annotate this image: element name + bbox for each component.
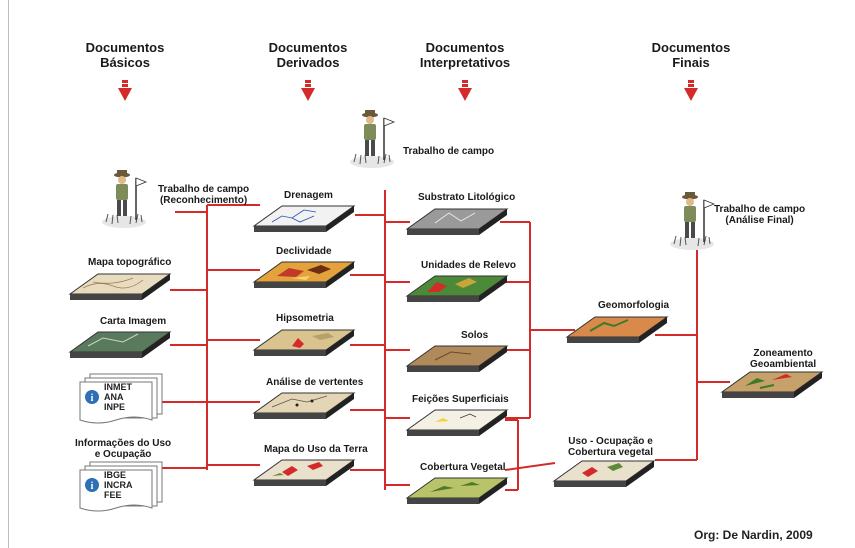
label-mapa-topografico: Mapa topográfico bbox=[88, 257, 172, 268]
doc-list-ibge: IBGE INCRA FEE bbox=[104, 470, 133, 500]
label-line: e Ocupação bbox=[94, 449, 152, 460]
doc-item: INCRA bbox=[104, 480, 133, 490]
label-substrato: Substrato Litológico bbox=[418, 192, 516, 203]
doc-list-inmet: INMET ANA INPE bbox=[104, 382, 132, 412]
label-line: Cobertura vegetal bbox=[568, 447, 654, 458]
credit-text: Org: De Nardin, 2009 bbox=[694, 528, 813, 542]
tile-declividade bbox=[252, 261, 356, 288]
tile-drenagem bbox=[252, 205, 356, 232]
label-cobertura: Cobertura Vegetal bbox=[420, 462, 506, 473]
label-informacoes-uso: Informações do Uso e Ocupação bbox=[75, 438, 171, 460]
label-line: Trabalho de campo bbox=[714, 204, 806, 215]
label-analise-vertentes: Análise de vertentes bbox=[266, 377, 364, 388]
svg-text:i: i bbox=[91, 481, 94, 492]
doc-item: IBGE bbox=[104, 470, 127, 480]
tile-mapa-topografico bbox=[68, 273, 172, 300]
document-stack-icon: i bbox=[79, 461, 163, 512]
label-trabalho-campo-reconhecimento: Trabalho de campo (Reconhecimento) bbox=[158, 184, 249, 206]
header-documentos-basicos: Documentos Básicos bbox=[60, 40, 190, 70]
header-line: Documentos bbox=[425, 40, 505, 55]
doc-item: FEE bbox=[104, 490, 122, 500]
field-worker-icon bbox=[350, 110, 396, 168]
label-line: Trabalho de campo bbox=[158, 184, 250, 195]
header-line: Documentos bbox=[268, 40, 348, 55]
label-line: (Análise Final) bbox=[725, 215, 794, 226]
down-arrow-icon bbox=[301, 80, 315, 101]
tile-carta-imagem bbox=[68, 331, 172, 358]
label-hipsometria: Hipsometria bbox=[276, 313, 334, 324]
header-line: Derivados bbox=[276, 55, 340, 70]
label-trabalho-campo-final: Trabalho de campo (Análise Final) bbox=[714, 204, 805, 226]
doc-item: INMET bbox=[104, 382, 132, 392]
label-uso-ocupacao: Uso - Ocupação e Cobertura vegetal bbox=[568, 436, 653, 458]
down-arrow-icon bbox=[458, 80, 472, 101]
label-unidades-relevo: Unidades de Relevo bbox=[421, 260, 517, 271]
tile-mapa-uso-terra bbox=[252, 459, 356, 486]
tile-analise-vertentes bbox=[252, 392, 356, 419]
tile-feicoes bbox=[405, 409, 509, 436]
down-arrow-icon bbox=[684, 80, 698, 101]
header-line: Básicos bbox=[100, 55, 150, 70]
header-line: Finais bbox=[672, 55, 710, 70]
header-documentos-derivados: Documentos Derivados bbox=[243, 40, 373, 70]
doc-item: INPE bbox=[104, 402, 126, 412]
tile-uso-ocupacao bbox=[552, 460, 656, 487]
header-line: Interpretativos bbox=[419, 55, 511, 70]
header-documentos-finais: Documentos Finais bbox=[626, 40, 756, 70]
label-trabalho-campo: Trabalho de campo bbox=[403, 146, 495, 157]
field-worker-icon bbox=[670, 192, 716, 250]
field-worker-icon bbox=[102, 170, 148, 228]
tile-substrato bbox=[405, 208, 509, 235]
label-solos: Solos bbox=[461, 330, 489, 341]
tile-geomorfologia bbox=[565, 316, 669, 343]
label-line: Zoneamento bbox=[753, 348, 813, 359]
frame-edge bbox=[8, 0, 9, 548]
document-stack-icon: i bbox=[79, 373, 163, 424]
header-documentos-interpretativos: Documentos Interpretativos bbox=[400, 40, 530, 70]
tile-zoneamento bbox=[720, 371, 824, 398]
label-zoneamento: Zoneamento Geoambiental bbox=[750, 348, 816, 370]
label-drenagem: Drenagem bbox=[284, 190, 333, 201]
header-line: Documentos bbox=[651, 40, 731, 55]
label-feicoes: Feições Superficiais bbox=[412, 394, 509, 405]
down-arrow-icon bbox=[118, 80, 132, 101]
label-line: Geoambiental bbox=[750, 359, 817, 370]
label-declividade: Declividade bbox=[276, 246, 332, 257]
header-line: Documentos bbox=[85, 40, 165, 55]
label-line: (Reconhecimento) bbox=[159, 195, 248, 206]
label-line: Informações do Uso bbox=[75, 438, 172, 449]
tile-solos bbox=[405, 345, 509, 372]
label-carta-imagem: Carta Imagem bbox=[100, 316, 167, 327]
svg-text:i: i bbox=[91, 393, 94, 404]
label-mapa-uso-terra: Mapa do Uso da Terra bbox=[264, 444, 368, 455]
doc-item: ANA bbox=[104, 392, 124, 402]
label-geomorfologia: Geomorfologia bbox=[598, 300, 670, 311]
tile-hipsometria bbox=[252, 329, 356, 356]
tile-cobertura bbox=[405, 477, 509, 504]
tile-unidades-relevo bbox=[405, 275, 509, 302]
label-line: Uso - Ocupação e bbox=[568, 436, 653, 447]
